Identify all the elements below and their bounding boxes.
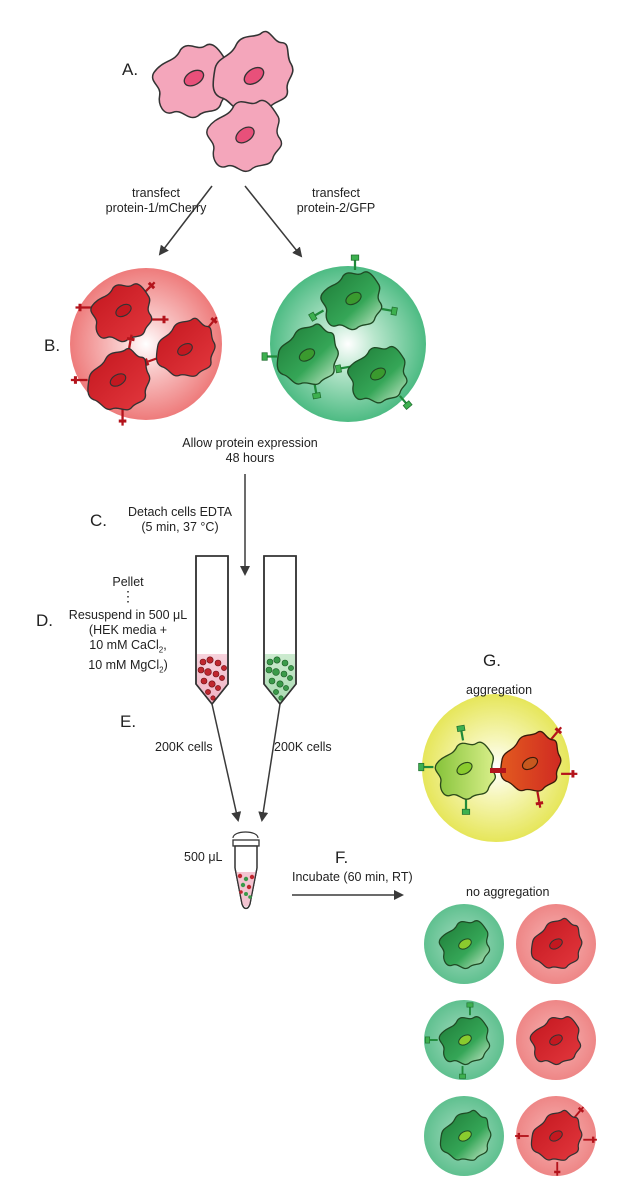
ellipsis-vertical: ⋮ — [121, 588, 135, 604]
transfect-right-label: transfect protein-2/GFP — [276, 186, 396, 216]
resuspend-label: Resuspend in 500 μL (HEK media + 10 mM C… — [58, 608, 198, 677]
transfect-left-label: transfect protein-1/mCherry — [91, 186, 221, 216]
transfect-left-line2: protein-1/mCherry — [105, 201, 207, 215]
volume-label: 500 μL — [184, 850, 223, 864]
arrow-transfect-left — [158, 185, 213, 256]
step-label-e: E. — [120, 712, 137, 731]
pink-cell — [212, 30, 294, 112]
aggregation-label: aggregation — [466, 683, 533, 697]
resuspend-line4: 10 mM MgCl2) — [58, 658, 198, 678]
resuspend-line3: 10 mM CaCl2, — [58, 638, 198, 658]
transfect-left-line1: transfect — [132, 186, 180, 200]
mixing-tube — [232, 831, 260, 910]
tube-green-cells — [263, 555, 297, 706]
green-cells-disc — [260, 253, 426, 422]
no-aggregation-pair-2 — [424, 1000, 596, 1080]
detach-line1: Detach cells EDTA — [128, 505, 232, 519]
transfect-right-line2: protein-2/GFP — [296, 201, 376, 215]
resuspend-line4-sub: 2 — [159, 665, 164, 674]
aggregation-disc — [417, 694, 579, 842]
incubate-label: Incubate (60 min, RT) — [292, 870, 413, 884]
no-aggregation-label: no aggregation — [466, 885, 550, 899]
resuspend-line3-sub: 2 — [158, 645, 164, 655]
arrow-transfect-right — [244, 185, 303, 258]
step-label-g: G. — [483, 651, 501, 670]
pink-cell — [206, 99, 283, 173]
resuspend-line1: Resuspend in 500 μL — [68, 608, 188, 622]
resuspend-line4-post: ) — [163, 657, 168, 672]
expression-line1: Allow protein expression — [182, 436, 318, 450]
arrow-200k-right — [258, 703, 281, 822]
cells-left-label: 200K cells — [155, 740, 213, 754]
no-aggregation-pair-3 — [424, 1096, 598, 1177]
expression-label: Allow protein expression 48 hours — [170, 436, 330, 466]
pink-cell-cluster — [151, 30, 294, 173]
step-label-b: B. — [44, 336, 61, 355]
resuspend-line3-text: 10 mM CaCl — [89, 638, 159, 652]
pellet-label: Pellet — [112, 575, 144, 589]
resuspend-line4-text: 10 mM MgCl — [88, 657, 160, 672]
expression-line2: 48 hours — [225, 451, 275, 465]
cells-right-label: 200K cells — [274, 740, 332, 754]
detach-label: Detach cells EDTA (5 min, 37 °C) — [120, 505, 240, 535]
step-label-d: D. — [36, 611, 53, 630]
tube-red-cells — [195, 555, 229, 706]
step-label-c: C. — [90, 511, 107, 530]
no-aggregation-pair-1 — [424, 904, 596, 984]
pink-cell — [151, 43, 231, 119]
transfect-right-line1: transfect — [312, 186, 360, 200]
step-label-f: F. — [335, 848, 349, 867]
resuspend-line3-post: , — [163, 638, 167, 652]
red-cells-disc — [69, 268, 222, 427]
arrow-200k-left — [211, 703, 242, 822]
detach-line2: (5 min, 37 °C) — [141, 520, 219, 534]
resuspend-line2: (HEK media + — [88, 623, 168, 637]
step-label-a: A. — [122, 60, 139, 79]
